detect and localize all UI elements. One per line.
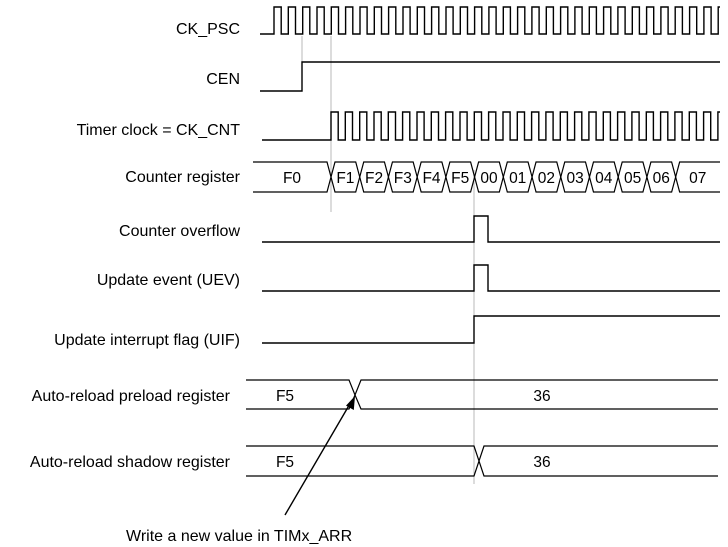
arr-shadow-bus: F5 36 [246, 445, 718, 477]
counter-value: 07 [689, 170, 706, 187]
update-event-waveform [262, 264, 720, 292]
annotation-write-arr: Write a new value in TIMx_ARR [126, 528, 352, 545]
label-arr-preload: Auto-reload preload register [32, 388, 231, 405]
label-arr-shadow: Auto-reload shadow register [30, 454, 231, 471]
counter-value: 05 [624, 170, 641, 187]
counter-value: F5 [451, 170, 469, 187]
counter-value: 03 [566, 170, 583, 187]
counter-value: 00 [480, 170, 498, 187]
update-interrupt-flag-waveform [262, 315, 720, 344]
counter-value: 01 [509, 170, 526, 187]
counter-value: F2 [365, 170, 383, 187]
counter-cell [359, 161, 390, 193]
counter-cell [588, 161, 619, 193]
label-ck-cnt: Timer clock = CK_CNT [77, 122, 241, 139]
counter-value: F0 [283, 170, 301, 187]
label-update-interrupt-flag: Update interrupt flag (UIF) [54, 332, 240, 349]
counter-cell [416, 161, 447, 193]
counter-cell [502, 161, 533, 193]
counter-cell [445, 161, 476, 193]
counter-value: F3 [394, 170, 412, 187]
arr-preload-old-value: F5 [276, 388, 294, 405]
ck-psc-waveform [260, 6, 720, 35]
arr-preload-new-value: 36 [533, 388, 550, 405]
label-update-event: Update event (UEV) [97, 272, 240, 289]
counter-cell [560, 161, 591, 193]
counter-cell [617, 161, 648, 193]
cen-waveform [260, 61, 720, 92]
write-arr-arrow [284, 396, 355, 516]
label-counter-overflow: Counter overflow [119, 223, 240, 240]
label-cen: CEN [206, 71, 240, 88]
counter-value: 06 [653, 170, 670, 187]
counter-value: F1 [336, 170, 354, 187]
label-counter-register: Counter register [125, 169, 240, 186]
counter-overflow-waveform [262, 215, 720, 243]
counter-value: 04 [595, 170, 613, 187]
counter-cell [646, 161, 677, 193]
counter-cell [675, 161, 720, 193]
counter-cell [531, 161, 562, 193]
arr-shadow-old-value: F5 [276, 454, 294, 471]
counter-value: F4 [422, 170, 440, 187]
counter-cell [473, 161, 504, 193]
arr-preload-bus: F5 36 [246, 379, 718, 410]
ck-cnt-waveform [262, 111, 720, 141]
arr-shadow-new-value: 36 [533, 454, 550, 471]
counter-cell [387, 161, 418, 193]
counter-cell [330, 161, 361, 193]
label-ck-psc: CK_PSC [176, 21, 240, 38]
counter-value: 02 [538, 170, 555, 187]
counter-register-bus: F0 F1 F2 F3 F4 F5 00 01 02 03 04 05 06 07 [253, 161, 720, 193]
